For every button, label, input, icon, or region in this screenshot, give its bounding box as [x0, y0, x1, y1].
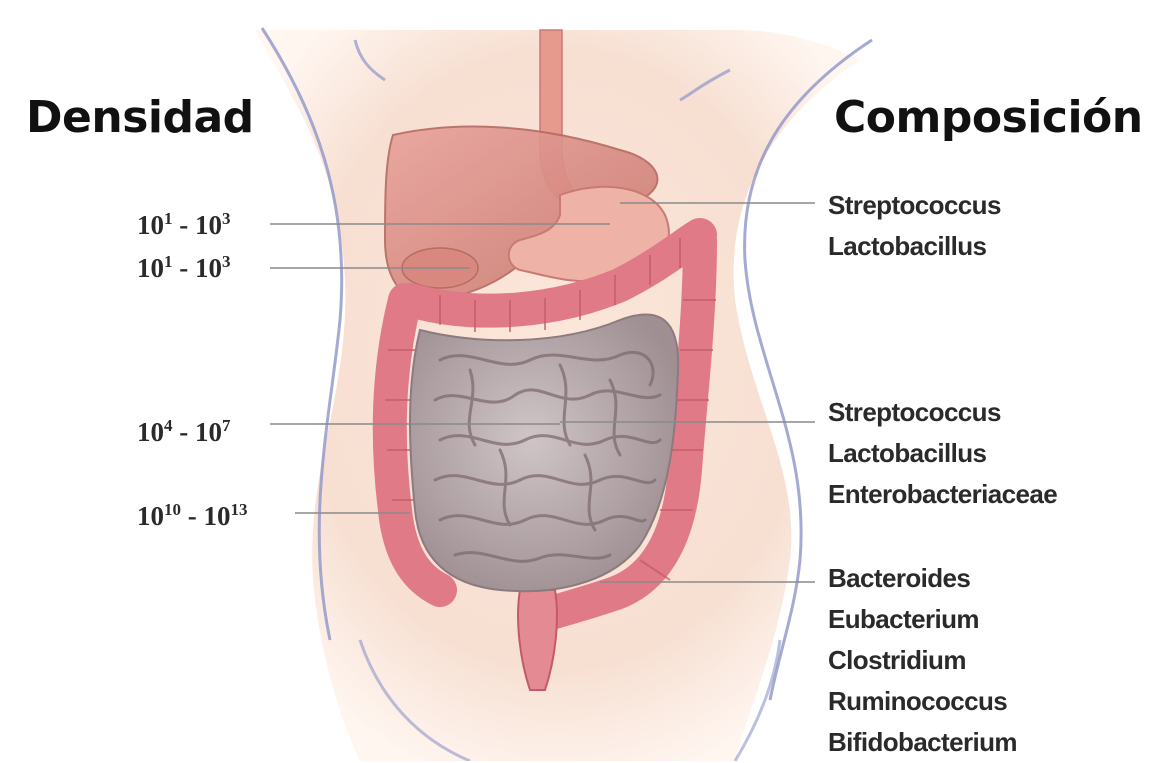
density-label-1: 101 - 103	[137, 212, 231, 239]
heading-density: Densidad	[26, 92, 254, 143]
composition-item: Bifidobacterium	[828, 722, 1017, 763]
density-label-2: 101 - 103	[137, 255, 231, 282]
composition-item: Streptococcus	[828, 185, 1001, 226]
composition-item: Streptococcus	[828, 392, 1057, 433]
composition-group-lower: Bacteroides Eubacterium Clostridium Rumi…	[828, 558, 1017, 763]
composition-item: Bacteroides	[828, 558, 1017, 599]
density-label-3: 104 - 107	[137, 419, 231, 446]
composition-group-middle: Streptococcus Lactobacillus Enterobacter…	[828, 392, 1057, 515]
composition-item: Lactobacillus	[828, 226, 1001, 267]
composition-item: Ruminococcus	[828, 681, 1017, 722]
composition-item: Lactobacillus	[828, 433, 1057, 474]
heading-composition: Composición	[834, 92, 1143, 143]
composition-group-upper: Streptococcus Lactobacillus	[828, 185, 1001, 267]
composition-item: Clostridium	[828, 640, 1017, 681]
composition-item: Enterobacteriaceae	[828, 474, 1057, 515]
density-label-4: 1010 - 1013	[137, 503, 248, 530]
composition-item: Eubacterium	[828, 599, 1017, 640]
